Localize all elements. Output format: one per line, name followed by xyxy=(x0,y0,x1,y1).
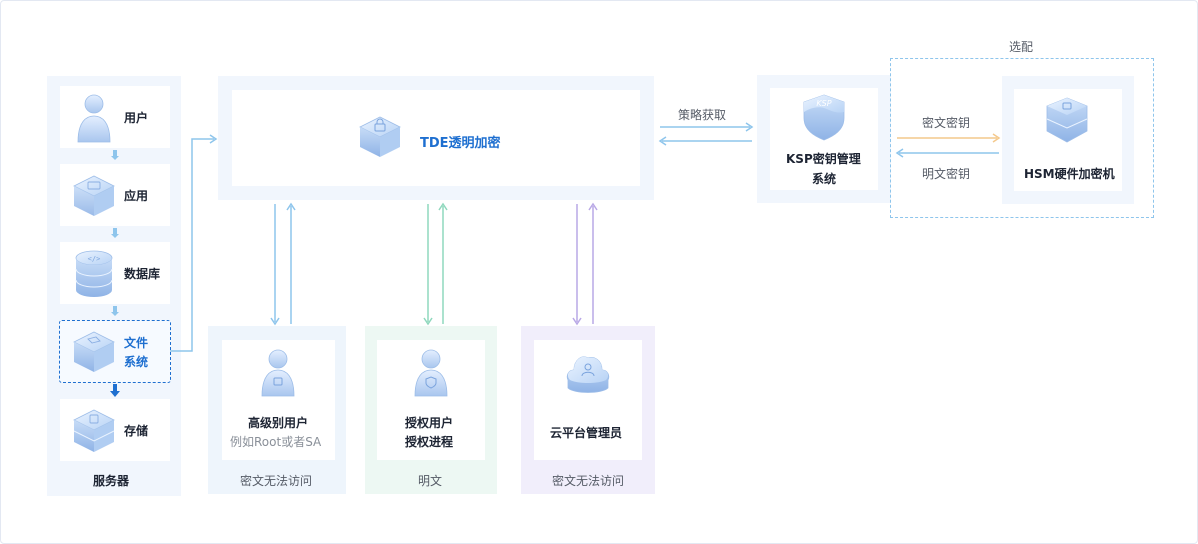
storage-icon xyxy=(72,406,116,460)
hsm-icon xyxy=(1044,95,1090,149)
ksp-shield-icon: KSP xyxy=(800,92,848,146)
policy-fetch-label: 策略获取 xyxy=(678,108,727,122)
database-icon: </> xyxy=(73,248,115,304)
tde-card[interactable]: TDE透明加密 xyxy=(232,90,640,186)
server-item-app[interactable]: 应用 xyxy=(60,164,170,226)
authorized-user-icon xyxy=(411,348,451,402)
hsm-label: HSM硬件加密机 xyxy=(1024,167,1115,181)
access-footer: 密文无法访问 xyxy=(552,474,625,488)
server-item-database[interactable]: </> 数据库 xyxy=(60,242,170,304)
access-label-line1: 授权用户 xyxy=(405,416,454,430)
access-card-cloud-admin[interactable]: 云平台管理员 xyxy=(534,340,642,460)
access-card-privileged[interactable]: 高级别用户 例如Root或者SA xyxy=(222,340,335,460)
access-card-authorized[interactable]: 授权用户 授权进程 xyxy=(377,340,485,460)
access-label-line1: 高级别用户 xyxy=(248,416,309,430)
access-footer: 密文无法访问 xyxy=(240,474,313,488)
access-label-line2: 授权进程 xyxy=(405,435,454,449)
server-item-label: 存储 xyxy=(124,424,149,438)
key-exchange-arrows xyxy=(895,133,1001,158)
app-icon xyxy=(72,172,116,224)
hsm-card[interactable]: HSM硬件加密机 xyxy=(1014,89,1122,191)
server-item-label: 数据库 xyxy=(124,267,161,281)
ksp-badge: KSP xyxy=(816,99,831,108)
encrypt-icon xyxy=(356,114,404,166)
tde-label: TDE透明加密 xyxy=(420,136,501,151)
user-icon xyxy=(74,92,114,148)
svg-text:</>: </> xyxy=(88,255,101,263)
filesystem-to-tde-arrow xyxy=(170,134,218,352)
ksp-label-line1: KSP密钥管理 xyxy=(786,152,861,166)
server-item-filesystem[interactable]: 文件 系统 xyxy=(59,320,171,383)
server-panel-title: 服务器 xyxy=(93,474,130,488)
plain-key-label: 明文密钥 xyxy=(922,167,971,181)
server-flow-arrows xyxy=(110,150,120,397)
cipher-key-label: 密文密钥 xyxy=(922,116,971,130)
server-item-label: 用户 xyxy=(124,111,149,125)
optional-label: 选配 xyxy=(1009,40,1034,54)
server-item-user[interactable]: 用户 xyxy=(60,86,170,148)
server-item-label: 文件 xyxy=(124,336,149,350)
server-item-label-line2: 系统 xyxy=(124,355,149,369)
tde-access-arrows xyxy=(270,202,598,326)
filesystem-icon xyxy=(72,328,116,380)
optional-hsm-boundary xyxy=(890,58,1154,218)
access-footer: 明文 xyxy=(418,474,443,488)
server-item-label: 应用 xyxy=(124,189,149,203)
server-item-storage[interactable]: 存储 xyxy=(60,399,170,461)
access-label-line2: 例如Root或者SA xyxy=(230,435,322,449)
access-label-line1: 云平台管理员 xyxy=(550,426,623,440)
ksp-card[interactable]: KSP KSP密钥管理 系统 xyxy=(770,88,878,190)
ksp-label-line2: 系统 xyxy=(812,172,837,186)
privileged-user-icon xyxy=(258,348,298,402)
cloud-admin-icon xyxy=(564,350,612,400)
policy-arrows xyxy=(658,122,754,146)
